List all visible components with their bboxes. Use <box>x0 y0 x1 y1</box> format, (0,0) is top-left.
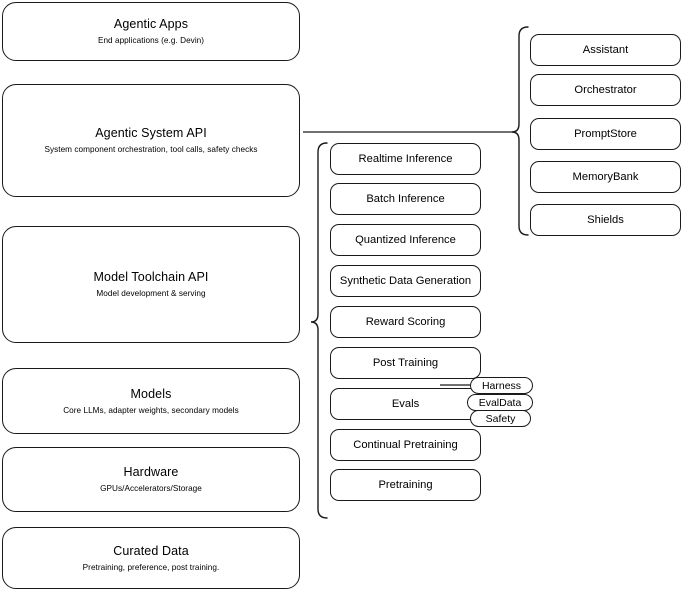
evals-badge-label: EvalData <box>478 396 522 409</box>
toolchain-item-label: Continual Pretraining <box>353 439 458 451</box>
evals-badge-safety[interactable]: Safety <box>470 410 531 427</box>
toolchain-item-pretraining[interactable]: Pretraining <box>330 469 481 501</box>
system-item-orchestrator[interactable]: Orchestrator <box>530 74 681 106</box>
toolchain-item-label: Reward Scoring <box>365 316 446 328</box>
layer-title: Agentic Apps <box>113 17 189 31</box>
layer-title: Model Toolchain API <box>93 270 209 284</box>
layer-curated-data[interactable]: Curated Data Pretraining, preference, po… <box>2 527 300 589</box>
system-item-shields[interactable]: Shields <box>530 204 681 236</box>
system-item-label: Assistant <box>582 44 629 56</box>
system-item-label: Orchestrator <box>574 84 637 96</box>
toolchain-item-label: Evals <box>391 398 420 410</box>
layer-subtitle: GPUs/Accelerators/Storage <box>100 484 202 493</box>
layer-model-toolchain-api[interactable]: Model Toolchain API Model development & … <box>2 226 300 343</box>
toolchain-item-quantized-inference[interactable]: Quantized Inference <box>330 224 481 256</box>
layer-subtitle: Core LLMs, adapter weights, secondary mo… <box>63 405 239 415</box>
system-item-label: Shields <box>587 214 624 226</box>
layer-agentic-apps[interactable]: Agentic Apps End applications (e.g. Devi… <box>2 2 300 61</box>
toolchain-item-batch-inference[interactable]: Batch Inference <box>330 183 481 215</box>
toolchain-item-reward-scoring[interactable]: Reward Scoring <box>330 306 481 338</box>
system-item-promptstore[interactable]: PromptStore <box>530 118 681 150</box>
evals-badge-label: Harness <box>481 379 522 392</box>
toolchain-item-evals[interactable]: Evals <box>330 388 481 420</box>
toolchain-item-label: Post Training <box>372 357 439 369</box>
layer-agentic-system-api[interactable]: Agentic System API System component orch… <box>2 84 300 197</box>
evals-badge-harness[interactable]: Harness <box>470 377 533 394</box>
toolchain-item-continual-pretraining[interactable]: Continual Pretraining <box>330 429 481 461</box>
toolchain-item-label: Pretraining <box>378 479 433 491</box>
layer-title: Hardware <box>123 465 179 479</box>
layer-subtitle: End applications (e.g. Devin) <box>97 36 205 45</box>
toolchain-item-post-training[interactable]: Post Training <box>330 347 481 379</box>
toolchain-item-label: Realtime Inference <box>358 153 453 165</box>
layer-title: Curated Data <box>113 543 189 558</box>
layer-subtitle: Model development & serving <box>96 289 206 298</box>
toolchain-item-synthetic-data-generation[interactable]: Synthetic Data Generation <box>330 265 481 297</box>
toolchain-item-label: Quantized Inference <box>355 234 456 246</box>
toolchain-item-label: Synthetic Data Generation <box>339 275 472 287</box>
system-item-memorybank[interactable]: MemoryBank <box>530 161 681 193</box>
system-item-label: PromptStore <box>574 128 637 140</box>
layer-title: Agentic System API <box>95 126 207 140</box>
layer-models[interactable]: Models Core LLMs, adapter weights, secon… <box>2 368 300 434</box>
evals-badge-label: Safety <box>485 412 516 425</box>
system-item-label: MemoryBank <box>572 171 639 183</box>
toolchain-item-label: Batch Inference <box>366 193 445 205</box>
layer-subtitle: Pretraining, preference, post training. <box>82 562 220 572</box>
evals-badge-evaldata[interactable]: EvalData <box>467 394 533 411</box>
layer-hardware[interactable]: Hardware GPUs/Accelerators/Storage <box>2 447 300 512</box>
system-item-assistant[interactable]: Assistant <box>530 34 681 66</box>
layer-subtitle: System component orchestration, tool cal… <box>44 145 258 154</box>
layer-title: Models <box>130 386 172 401</box>
toolchain-item-realtime-inference[interactable]: Realtime Inference <box>330 143 481 175</box>
